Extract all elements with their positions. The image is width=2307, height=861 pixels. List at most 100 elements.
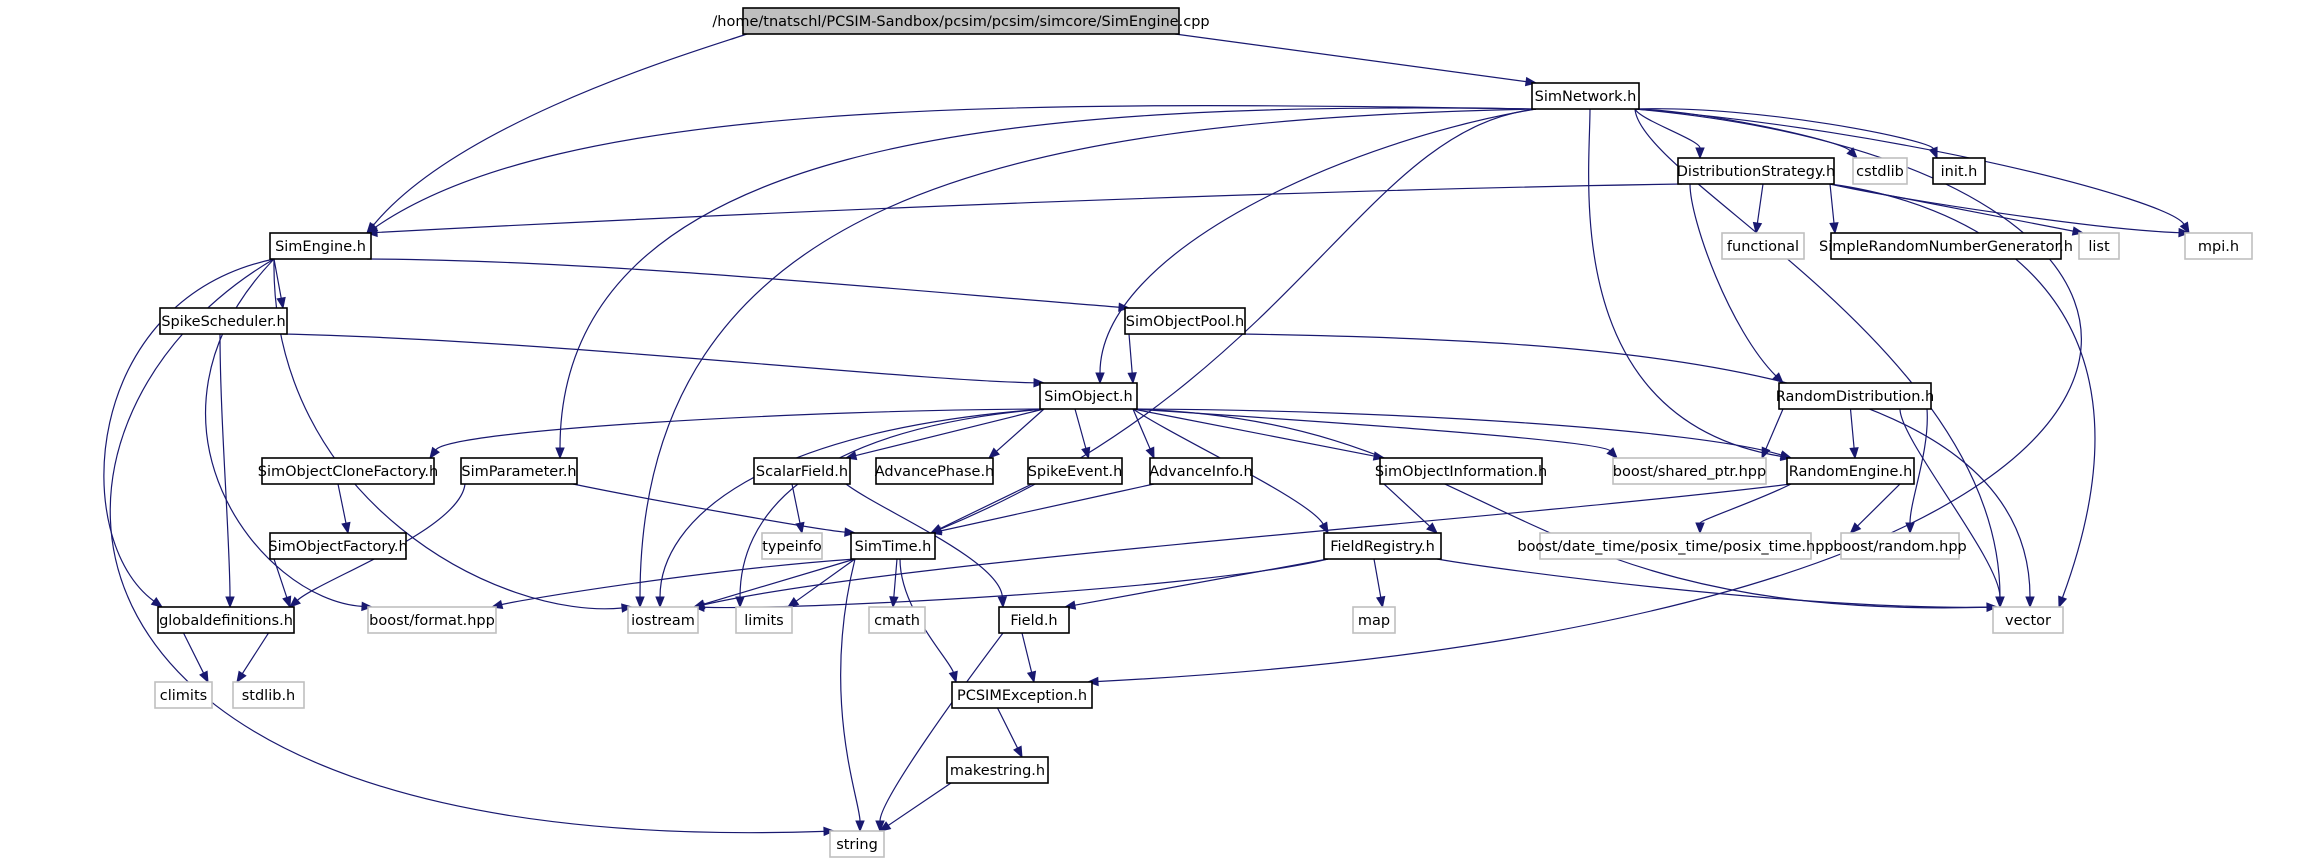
edge-PCSIMException-to-makestring: [996, 707, 1023, 759]
node-boost_format: boost/format.hpp: [367, 606, 497, 634]
arrowhead-icon: [282, 595, 292, 609]
node-makestring[interactable]: makestring.h: [946, 756, 1049, 784]
node-label: stdlib.h: [242, 688, 296, 704]
edge-SimObjectInformation-to-FieldRegistry: [1383, 483, 1438, 534]
arrowhead-icon: [823, 826, 836, 837]
node-SimObjectFactory[interactable]: SimObjectFactory.h: [268, 532, 408, 560]
arrowhead-icon: [1145, 446, 1155, 460]
node-SimObject[interactable]: SimObject.h: [1039, 382, 1138, 410]
edge-SimTime-to-string: [840, 558, 865, 833]
arrowhead-icon: [1081, 446, 1091, 460]
edge-RandomDistribution-to-shared_ptr: [1761, 408, 1784, 460]
node-root[interactable]: /home/tnatschl/PCSIM-Sandbox/pcsim/pcsim…: [712, 7, 1210, 35]
node-SpikeScheduler[interactable]: SpikeScheduler.h: [159, 307, 288, 335]
arrowhead-icon: [1127, 372, 1137, 385]
node-limits: limits: [735, 606, 793, 634]
arrowhead-icon: [365, 227, 378, 238]
node-list: list: [2078, 232, 2120, 260]
node-AdvanceInfo[interactable]: AdvanceInfo.h: [1149, 457, 1253, 485]
node-box: [269, 532, 407, 560]
arrowhead-icon: [1426, 522, 1438, 534]
edge-RandomEngine-to-boost_random: [1849, 483, 1901, 534]
edge-RandomDistribution-to-vector: [1899, 408, 2005, 609]
arrowhead-icon: [1849, 522, 1862, 534]
node-globaldefinitions[interactable]: globaldefinitions.h: [157, 606, 295, 634]
edge-SimEngine-to-globaldefinitions: [103, 258, 275, 608]
node-box: [269, 232, 372, 260]
node-box: [159, 307, 288, 335]
node-SimParameter[interactable]: SimParameter.h: [460, 457, 578, 485]
arrowhead-icon: [948, 670, 958, 684]
arrowhead-icon: [1695, 147, 1705, 160]
edge-SimNetwork-to-SimObject: [1095, 108, 1537, 385]
node-box: [1992, 606, 2064, 634]
node-AdvancePhase[interactable]: AdvancePhase.h: [875, 457, 995, 485]
node-SimEngine[interactable]: SimEngine.h: [269, 232, 372, 260]
node-box: [627, 606, 699, 634]
node-label: /home/tnatschl/PCSIM-Sandbox/pcsim/pcsim…: [712, 14, 1209, 30]
node-SimObjectInformation[interactable]: SimObjectInformation.h: [1375, 457, 1547, 485]
edge-SimNetwork-to-DistributionStrategy: [1634, 108, 1705, 160]
arrowhead-icon: [2025, 596, 2035, 609]
node-box: [1352, 606, 1396, 634]
edge-DistributionStrategy-to-SimpleRNG: [1829, 183, 1839, 235]
node-label: mpi.h: [2198, 239, 2239, 255]
arrowhead-icon: [2179, 221, 2190, 235]
arrowhead-icon: [236, 670, 247, 684]
edge-DistributionStrategy-to-vector: [1829, 183, 2096, 609]
arrowhead-icon: [276, 296, 286, 310]
arrowhead-icon: [1752, 221, 1763, 235]
node-DistributionStrategy[interactable]: DistributionStrategy.h: [1677, 157, 1835, 185]
node-label: init.h: [1941, 164, 1978, 180]
node-map: map: [1352, 606, 1396, 634]
node-RandomDistribution[interactable]: RandomDistribution.h: [1776, 382, 1934, 410]
node-label: makestring.h: [950, 763, 1045, 779]
node-FieldRegistry[interactable]: FieldRegistry.h: [1323, 532, 1442, 560]
edge-SimEngine-to-string: [109, 258, 836, 837]
arrowhead-icon: [1033, 378, 1046, 388]
node-SimObjectCloneFactory[interactable]: SimObjectCloneFactory.h: [258, 457, 438, 485]
node-box: [1721, 232, 1805, 260]
node-label: typeinfo: [762, 539, 822, 555]
edge-RandomDistribution-to-RandomEngine: [1849, 408, 1859, 460]
node-init[interactable]: init.h: [1932, 157, 1986, 185]
arrowhead-icon: [1829, 222, 1839, 235]
arrowhead-icon: [1761, 446, 1771, 460]
node-RandomEngine[interactable]: RandomEngine.h: [1786, 457, 1915, 485]
edge-DistributionStrategy-to-RandomDistribution: [1689, 183, 1784, 384]
arrowhead-icon: [2058, 595, 2068, 609]
node-cmath: cmath: [868, 606, 926, 634]
node-label: PCSIMException.h: [957, 688, 1087, 704]
node-PCSIMException[interactable]: PCSIMException.h: [951, 681, 1093, 709]
node-Field[interactable]: Field.h: [998, 606, 1070, 634]
node-box: [946, 756, 1049, 784]
node-box: [735, 606, 793, 634]
edge-makestring-to-string: [878, 782, 952, 832]
node-label: string: [836, 837, 878, 853]
node-box: [232, 681, 305, 709]
node-SpikeEvent[interactable]: SpikeEvent.h: [1027, 457, 1123, 485]
edge-SimNetwork-to-SimParameter: [555, 107, 1537, 460]
node-box: [1677, 157, 1835, 185]
arrowhead-icon: [1905, 522, 1915, 535]
node-label: SimpleRandomNumberGenerator.h: [1819, 239, 2073, 255]
node-SimTime[interactable]: SimTime.h: [850, 532, 936, 560]
node-label: cmath: [874, 613, 920, 629]
node-label: boost/date_time/posix_time/posix_time.hp…: [1517, 539, 1833, 555]
edge-SimObject-to-RandomEngine: [1132, 408, 1793, 460]
edge-SimObject-to-ScalarField: [844, 408, 1045, 461]
arrowhead-icon: [555, 447, 565, 460]
node-ScalarField[interactable]: ScalarField.h: [753, 457, 851, 485]
arrowhead-icon: [1095, 372, 1105, 385]
node-posix_time: boost/date_time/posix_time/posix_time.hp…: [1517, 532, 1834, 560]
node-SimNetwork[interactable]: SimNetwork.h: [1531, 82, 1640, 110]
node-boost_random: boost/random.hpp: [1833, 532, 1967, 560]
node-SimpleRNG[interactable]: SimpleRandomNumberGenerator.h: [1819, 232, 2073, 260]
node-box: [1027, 457, 1123, 485]
node-label: SimObjectPool.h: [1126, 314, 1244, 330]
edge-SimObjectCloneFactory-to-SimObjectFactory: [337, 483, 351, 535]
edge-DistributionStrategy-to-SimEngine: [365, 183, 1683, 238]
arrowhead-icon: [361, 601, 374, 612]
node-label: ScalarField.h: [756, 464, 848, 480]
node-SimObjectPool[interactable]: SimObjectPool.h: [1124, 307, 1246, 335]
